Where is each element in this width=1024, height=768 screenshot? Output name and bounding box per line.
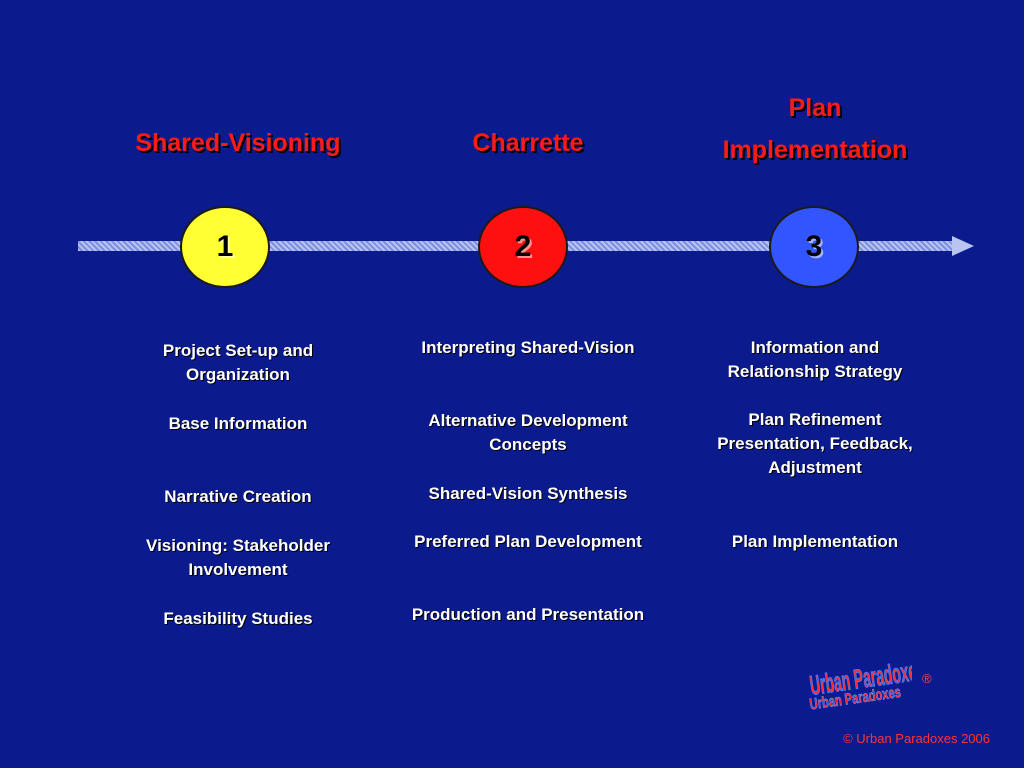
phase-number: 3: [805, 230, 823, 263]
phase-number: 1: [216, 230, 234, 263]
phase-title-line: Implementation: [722, 136, 908, 164]
step-line: Production and Presentation: [411, 605, 645, 624]
step-plan-refinement: Plan Refinement Presentation, Feedback, …: [680, 408, 950, 480]
step-shared-vision-synthesis: Shared-Vision Synthesis: [378, 482, 678, 506]
arrowhead-icon: [952, 236, 974, 256]
step-line: Feasibility Studies: [163, 609, 313, 628]
step-line: Relationship Strategy: [727, 362, 903, 381]
step-line: Interpreting Shared-Vision: [421, 338, 635, 357]
step-feasibility-studies: Feasibility Studies: [108, 607, 368, 631]
step-line: Base Information: [168, 414, 308, 433]
step-information-relationship: Information and Relationship Strategy: [680, 336, 950, 384]
step-line: Concepts: [489, 435, 567, 454]
phase-title-plan-implementation: Plan Implementation: [665, 87, 965, 171]
step-line: Shared-Vision Synthesis: [428, 484, 628, 503]
phase-title-line: Plan: [788, 94, 842, 122]
step-project-setup: Project Set-up and Organization: [108, 339, 368, 387]
step-narrative-creation: Narrative Creation: [108, 485, 368, 509]
step-line: Plan Refinement: [748, 410, 882, 429]
step-line: Information and: [750, 338, 880, 357]
step-line: Organization: [186, 365, 290, 384]
phase-node-3: 3: [769, 206, 859, 288]
step-plan-implementation: Plan Implementation: [680, 530, 950, 554]
step-line: Plan Implementation: [731, 532, 899, 551]
step-line: Involvement: [188, 560, 288, 579]
phase-node-1: 1: [180, 206, 270, 288]
step-interpreting-shared-vision: Interpreting Shared-Vision: [378, 336, 678, 360]
step-production-presentation: Production and Presentation: [378, 603, 678, 627]
step-line: Alternative Development: [428, 411, 628, 430]
urban-paradoxes-logo: Urban Paradoxes Urban Paradoxes: [808, 654, 912, 714]
step-alternative-development: Alternative Development Concepts: [378, 409, 678, 457]
step-base-information: Base Information: [108, 412, 368, 436]
phase-title-shared-visioning: Shared-Visioning: [135, 129, 341, 157]
step-line: Visioning: Stakeholder: [146, 536, 330, 555]
copyright-text: © Urban Paradoxes 2006: [843, 731, 990, 746]
step-line: Preferred Plan Development: [414, 532, 642, 551]
step-line: Narrative Creation: [164, 487, 312, 506]
step-visioning: Visioning: Stakeholder Involvement: [108, 534, 368, 582]
step-line: Presentation, Feedback,: [717, 434, 913, 453]
registered-mark: ®: [922, 671, 932, 686]
phase-number: 2: [514, 230, 532, 263]
step-line: Adjustment: [768, 458, 862, 477]
step-line: Project Set-up and: [162, 341, 314, 360]
phase-title-charrette: Charrette: [472, 129, 584, 157]
phase-node-2: 2: [478, 206, 568, 288]
step-preferred-plan-development: Preferred Plan Development: [378, 530, 678, 554]
